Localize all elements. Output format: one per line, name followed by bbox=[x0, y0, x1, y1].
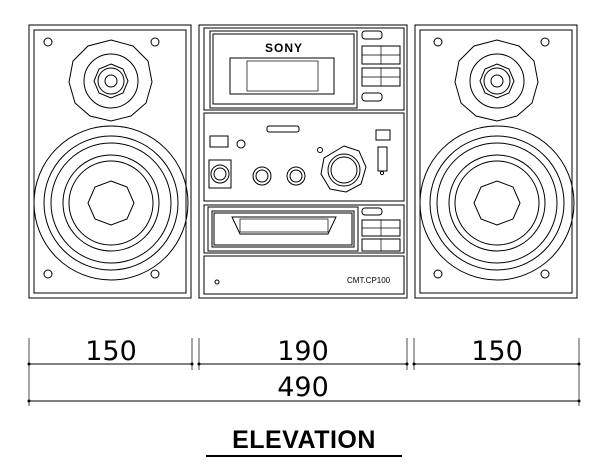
dim-overall: 490 bbox=[277, 372, 329, 403]
cassette-control-buttons bbox=[361, 207, 401, 252]
screw-icon bbox=[433, 269, 443, 279]
dimension-lines: 150 190 150 490 bbox=[27, 336, 581, 406]
screw-icon bbox=[433, 37, 443, 47]
power-button bbox=[209, 135, 229, 148]
model-label: CMT.CP100 bbox=[347, 276, 391, 285]
main-unit-cabinet bbox=[198, 24, 408, 299]
headphone-jack bbox=[377, 146, 388, 172]
right-speaker-cabinet bbox=[414, 24, 578, 299]
screw-icon bbox=[150, 37, 160, 47]
cd-control-buttons bbox=[361, 30, 401, 102]
screw-icon bbox=[43, 37, 53, 47]
slot-indicator bbox=[266, 125, 300, 133]
screw-icon bbox=[540, 269, 550, 279]
dim-main-unit: 190 bbox=[277, 336, 329, 367]
right-speaker bbox=[414, 24, 578, 299]
screw-icon bbox=[540, 37, 550, 47]
brand-label: SONY bbox=[265, 41, 303, 55]
volume-knob-icon bbox=[320, 145, 367, 193]
cassette-deck bbox=[207, 206, 359, 252]
main-unit: SONY bbox=[198, 24, 408, 299]
title-label: ELEVATION bbox=[232, 426, 376, 454]
right-tweeter bbox=[454, 39, 539, 122]
cd-panel bbox=[209, 30, 358, 109]
drawing-title: ELEVATION bbox=[206, 426, 402, 457]
left-woofer bbox=[33, 125, 189, 281]
left-tweeter bbox=[68, 39, 153, 122]
dim-left-speaker: 150 bbox=[85, 336, 137, 367]
dim-right-speaker: 150 bbox=[471, 336, 523, 367]
right-woofer bbox=[419, 125, 575, 281]
left-speaker-cabinet bbox=[28, 24, 192, 299]
screw-icon bbox=[43, 269, 53, 279]
cd-display bbox=[229, 57, 335, 95]
screw-icon bbox=[150, 269, 160, 279]
left-speaker bbox=[28, 24, 192, 299]
control-knob-icons bbox=[208, 159, 306, 189]
